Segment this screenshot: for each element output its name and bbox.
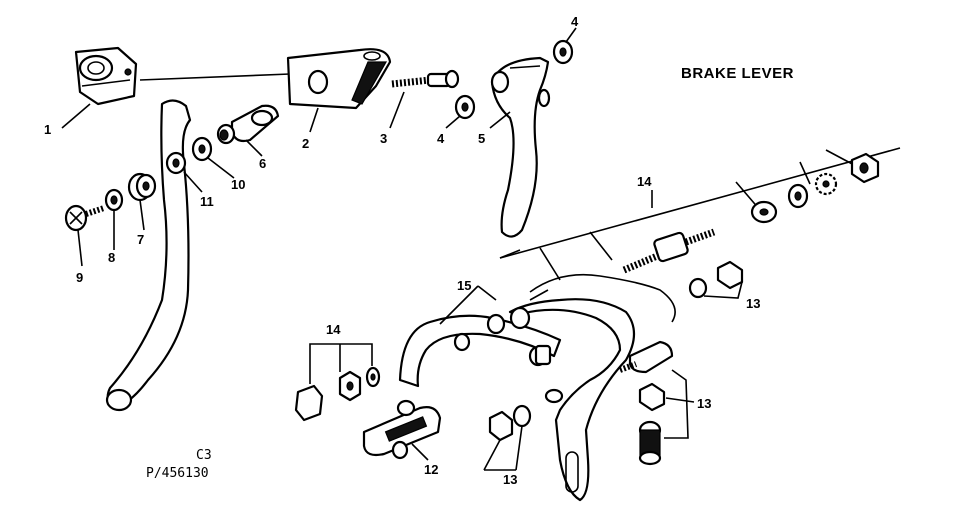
callout-leader-1 [61, 103, 91, 129]
callout-13c: 13 [697, 396, 711, 411]
cable-anchor-group [618, 340, 674, 466]
callout-leader-2 [309, 107, 319, 133]
washer-large [750, 200, 778, 224]
brake-shoe [362, 399, 442, 460]
callout-14b: 14 [326, 322, 341, 337]
center-bolt [622, 228, 716, 274]
callout-leader-6 [245, 139, 263, 157]
washer-10 [191, 136, 213, 162]
callout-4a: 4 [571, 14, 579, 29]
callout-leader-4b [445, 115, 461, 129]
caliper-pivot-bolt [528, 344, 552, 367]
washer-8 [104, 188, 124, 212]
brake-lever [490, 56, 551, 238]
callout-8: 8 [108, 250, 115, 265]
callout-7: 7 [137, 232, 144, 247]
nut-washer-lower [488, 404, 532, 442]
callout-14a: 14 [637, 174, 652, 189]
callout-leader-4a [565, 27, 577, 43]
diagram-title: BRAKE LEVER [681, 65, 794, 82]
callout-11: 11 [200, 194, 214, 209]
callout-leader-11 [183, 171, 203, 193]
callout-2: 2 [302, 136, 309, 151]
callout-leader-13b [483, 425, 523, 471]
handlebar-clamp [74, 46, 138, 106]
cable-adjuster [216, 104, 280, 145]
callout-leader-7 [139, 199, 145, 231]
callout-leader-9 [77, 229, 83, 267]
lever-bracket [286, 48, 392, 110]
cap-nut [294, 384, 324, 422]
callout-12: 12 [424, 462, 438, 477]
lock-washer [814, 172, 838, 196]
nut-washer-upper [688, 260, 744, 299]
callout-1: 1 [44, 122, 51, 137]
callout-leader-15 [439, 285, 497, 325]
callout-5: 5 [478, 131, 485, 146]
callout-13a: 13 [746, 296, 760, 311]
callout-13b: 13 [503, 472, 517, 487]
callout-9: 9 [76, 270, 83, 285]
callout-3: 3 [380, 131, 387, 146]
callout-leader-12 [411, 443, 429, 461]
callout-6: 6 [259, 156, 266, 171]
callout-leader-14b [309, 343, 373, 384]
callout-15: 15 [457, 278, 471, 293]
hardware-axis-line [499, 147, 901, 259]
callout-leader-3 [389, 91, 405, 129]
caliper-arms [398, 273, 676, 502]
washer-left [365, 366, 381, 388]
assembly-axis-line [139, 73, 291, 81]
pivot-bolt [391, 69, 460, 89]
callout-leader-5 [489, 111, 511, 129]
hex-nut-left [338, 370, 362, 402]
hardware-leaders [499, 149, 857, 281]
spacer-7 [127, 172, 157, 202]
part-number: P/456130 [146, 466, 209, 481]
callout-10: 10 [231, 177, 245, 192]
washer-small [787, 183, 809, 209]
callout-leader-10 [207, 157, 235, 179]
extension-lever [105, 99, 192, 412]
washer-lower [454, 94, 476, 120]
figure-code: C3 [196, 448, 212, 463]
hex-nut [850, 152, 880, 184]
washer-upper [552, 39, 574, 65]
callout-leader-13c [664, 369, 695, 439]
callout-4b: 4 [437, 131, 445, 146]
callout-leader-13a [703, 281, 743, 299]
screw-9 [64, 204, 105, 232]
